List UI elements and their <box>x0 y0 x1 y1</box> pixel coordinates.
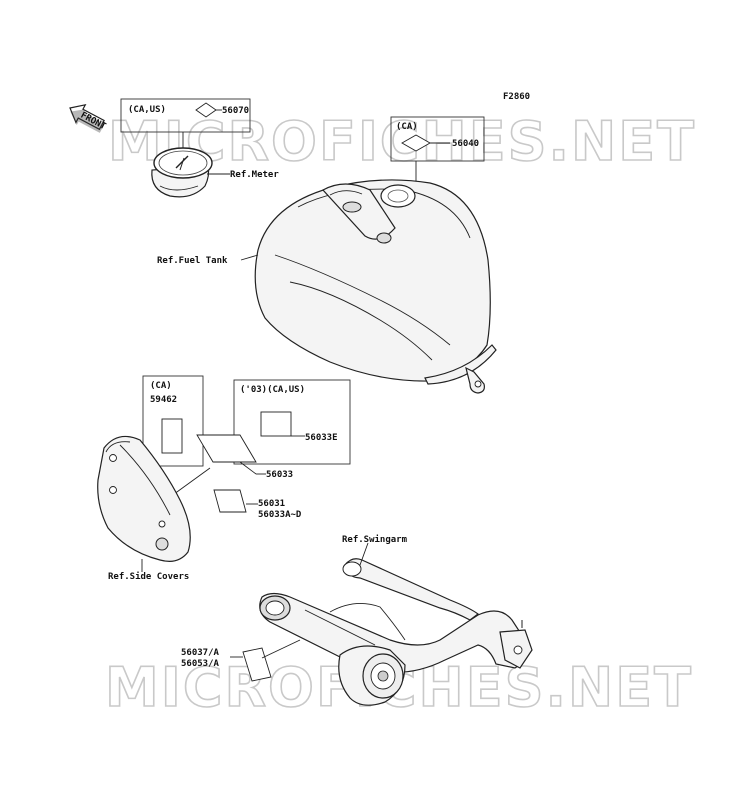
label-ref-meter: Ref.Meter <box>230 170 279 180</box>
label-ref-fuel-tank: Ref.Fuel Tank <box>157 256 228 266</box>
side-cover-icon <box>97 435 191 562</box>
label-ca-1: (CA) <box>396 122 418 132</box>
label-ref-side-covers: Ref.Side Covers <box>108 571 189 582</box>
decal-56031-icon <box>213 489 247 513</box>
part-56053a: 56053/A <box>181 659 220 669</box>
part-56037a: 56037/A <box>181 648 220 658</box>
box-03-ca-us <box>233 379 351 465</box>
fuel-tank-icon <box>254 179 497 394</box>
part-56070: 56070 <box>222 106 249 116</box>
decal-59462-icon <box>161 418 183 454</box>
box-ca-59462 <box>142 375 204 467</box>
label-ca-us-1: (CA,US) <box>128 105 166 115</box>
part-56031: 56031 <box>258 499 285 509</box>
box-ca-56040 <box>390 116 485 162</box>
label-ref-swingarm: Ref.Swingarm <box>342 534 408 545</box>
swingarm-icon <box>259 558 533 706</box>
part-56033: 56033 <box>266 470 293 480</box>
meter-icon <box>151 147 213 198</box>
label-ca-2: (CA) <box>150 381 172 391</box>
front-arrow-icon: FRONT <box>69 103 108 133</box>
label-03-ca-us: ('03)(CA,US) <box>240 385 305 395</box>
figure-code: F2860 <box>503 92 530 102</box>
part-56040: 56040 <box>452 139 479 149</box>
decal-56033-icon <box>196 434 257 463</box>
part-56033e: 56033E <box>305 433 338 443</box>
decal-56033e-icon <box>260 411 292 437</box>
part-56033a-d: 56033A~D <box>258 510 302 520</box>
decal-56037-icon <box>242 647 272 682</box>
part-59462: 59462 <box>150 395 177 405</box>
box-ca-us-56070 <box>120 98 251 133</box>
